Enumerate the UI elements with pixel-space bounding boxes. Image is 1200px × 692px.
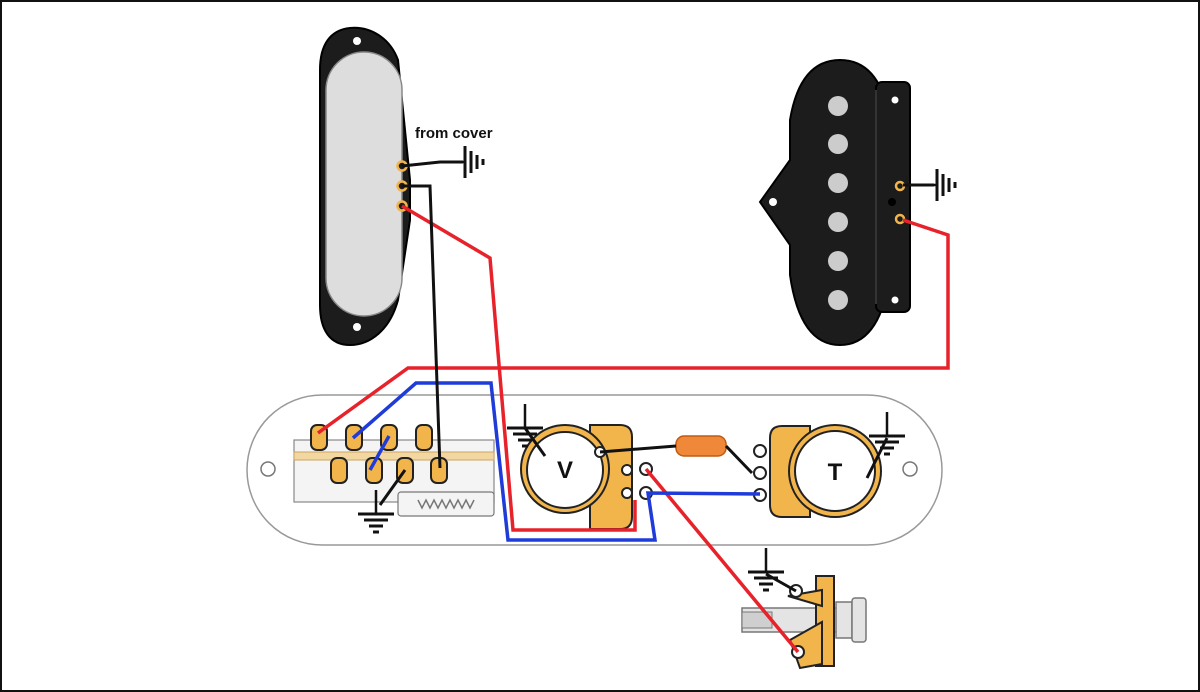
mounting-hole-icon	[769, 198, 777, 206]
tone-ground-wire	[865, 437, 889, 479]
switch-lug	[415, 424, 433, 451]
blue-switch-wires	[351, 381, 761, 542]
mounting-hole-icon	[891, 296, 899, 304]
bridge-pickup	[758, 58, 911, 347]
neck-ground-wire	[402, 184, 442, 469]
cap-lead-wire	[599, 444, 677, 454]
mounting-hole-icon	[353, 323, 361, 331]
volume-pot-label: V	[557, 457, 573, 484]
pole-piece-icon	[828, 96, 848, 116]
ground-symbol-icon	[746, 546, 786, 592]
mounting-hole-icon	[353, 37, 361, 45]
black-ground-wires	[378, 160, 934, 593]
ground-symbol-icon	[441, 144, 485, 180]
volume-pot-lug	[621, 464, 633, 476]
switch-lug	[330, 457, 348, 484]
tone-pot-lug	[753, 444, 767, 458]
from-cover-label: from cover	[415, 125, 493, 142]
switch-jumper-wire	[368, 435, 391, 471]
bridge-lug-dot	[888, 198, 896, 206]
volume-pot	[520, 424, 653, 530]
cap-lead-wire	[724, 444, 754, 475]
tone-capacitor	[675, 435, 727, 457]
bridge-hot-wire	[316, 218, 950, 435]
pole-piece-icon	[828, 251, 848, 271]
plate-screw-hole-icon	[902, 461, 918, 477]
pole-piece-icon	[828, 212, 848, 232]
output-jack	[741, 575, 867, 670]
tone-pot-label: T	[828, 459, 843, 486]
neck-pickup	[319, 26, 411, 347]
neck-pickup-cover	[325, 51, 403, 317]
bridge-lug-hot	[894, 213, 906, 225]
pickup-selector-switch	[293, 424, 495, 517]
switch-lug	[365, 457, 383, 484]
volume-pot-lug	[621, 487, 633, 499]
pole-piece-icon	[828, 173, 848, 193]
neck-hot-wire	[401, 204, 637, 532]
switch-output-wire	[351, 381, 761, 542]
red-hot-wires	[316, 204, 950, 654]
switch-spring-icon	[417, 498, 475, 510]
output-hot-wire	[644, 467, 800, 654]
bridge-lug-ground	[894, 180, 906, 192]
tone-pot	[753, 424, 882, 518]
switch-ground-wire	[378, 469, 407, 506]
tone-pot-lug	[753, 466, 767, 480]
mounting-hole-icon	[891, 96, 899, 104]
plate-screw-hole-icon	[260, 461, 276, 477]
pole-piece-icon	[828, 290, 848, 310]
pole-piece-icon	[828, 134, 848, 154]
ground-symbol-icon	[913, 167, 957, 203]
